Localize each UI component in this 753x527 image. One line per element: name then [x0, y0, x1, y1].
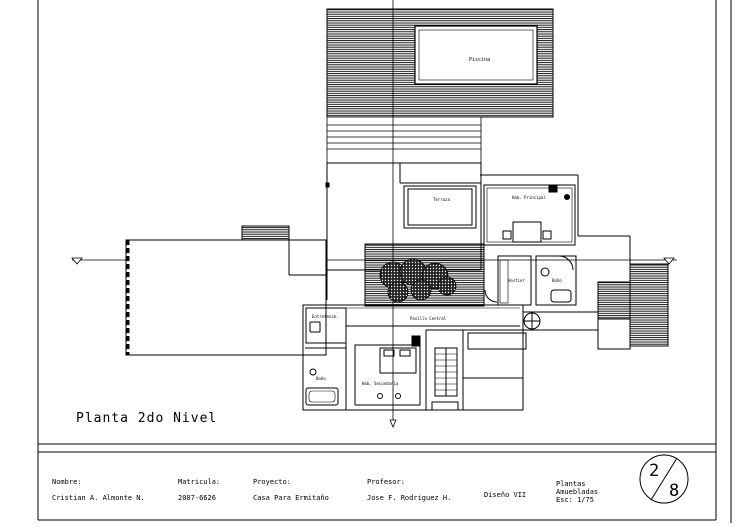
matricula-label: Matricula:	[178, 478, 221, 486]
scale-value: Esc: 1/75	[556, 496, 594, 504]
vestier-label: Vestier	[508, 278, 525, 283]
master-suite	[483, 184, 577, 306]
secondary-bedroom-label: Hab. Secundaria	[362, 381, 399, 386]
drawing-title: Planta 2do Nivel	[76, 411, 218, 426]
sheet-title-1: Plantas	[556, 480, 586, 488]
sheet-total: 8	[669, 481, 680, 501]
central-hall-label: Pasillo Central	[410, 316, 447, 321]
sheet-title-2: Amuebladas	[556, 488, 599, 496]
terrace-garden	[364, 243, 485, 307]
master-bath-label: Baño	[552, 278, 562, 283]
master-bedroom-label: Hab. Principal	[512, 195, 546, 200]
upper-roof	[326, 8, 554, 164]
title-block-dividers	[639, 452, 717, 520]
entertainment-label: Entretenim.	[312, 314, 339, 319]
professor-value: Jose F. Rodriguez H.	[367, 494, 452, 502]
name-label: Nombre:	[52, 478, 82, 486]
secondary-bath-label: Baño	[316, 376, 326, 381]
sheet-border	[37, 0, 732, 523]
sheet-number: 2	[649, 461, 660, 481]
professor-label: Profesor:	[367, 478, 405, 486]
matricula-value: 2007-6626	[178, 494, 216, 502]
project-label: Proyecto:	[253, 478, 291, 486]
lower-building	[302, 304, 598, 411]
project-value: Casa Para Ermitaño	[253, 494, 329, 502]
course-value: Diseño VII	[484, 491, 527, 499]
pool-label: Piscina	[469, 57, 491, 63]
left-wing	[125, 225, 327, 356]
name-value: Cristian A. Almonte N.	[52, 494, 145, 502]
right-roof	[597, 263, 669, 350]
terrace-label: Terraza	[433, 197, 450, 202]
